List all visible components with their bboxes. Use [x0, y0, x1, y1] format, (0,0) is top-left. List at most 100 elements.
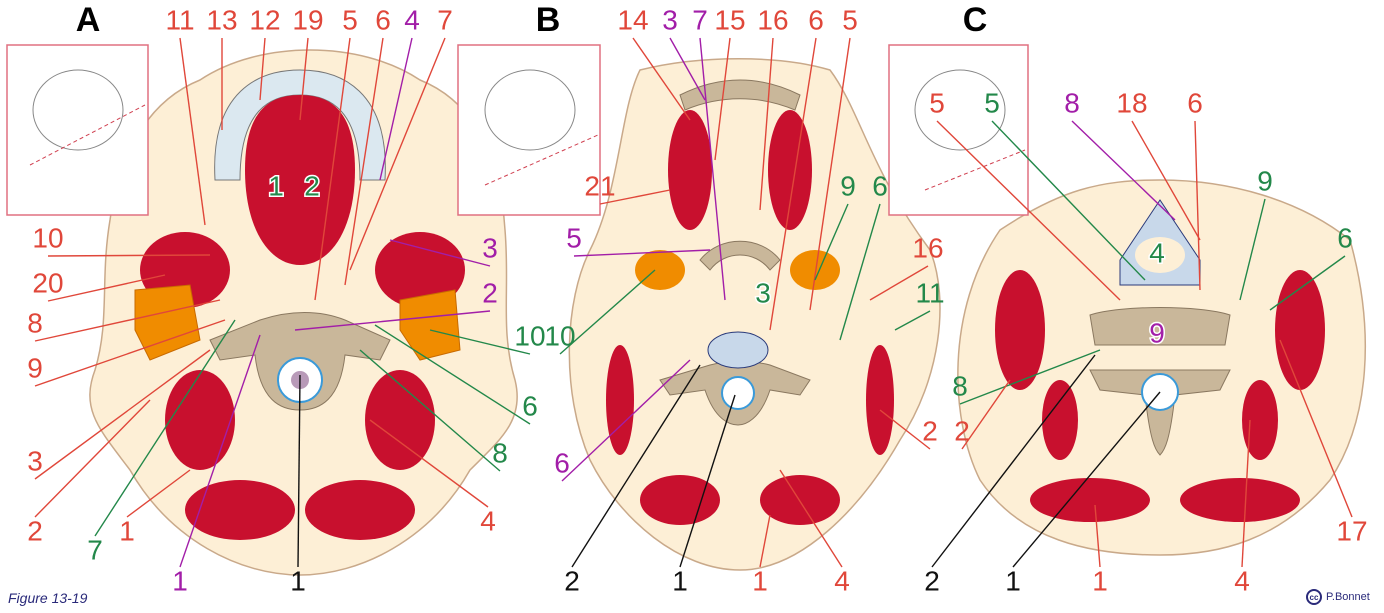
panel-c-vertebra	[1089, 307, 1231, 346]
structure-label: 20	[32, 267, 63, 298]
structure-label: 9	[840, 170, 856, 201]
leader-line	[769, 37, 817, 331]
structure-label: 2	[924, 565, 940, 596]
structure-label: 4	[404, 4, 420, 35]
panel-b-spinal-cord	[721, 376, 755, 410]
author-credit: P.Bonnet	[1326, 591, 1370, 603]
panel-a-muscle	[365, 370, 435, 470]
leader-line	[1241, 419, 1251, 568]
panel-b-mandible	[679, 79, 801, 111]
leader-line	[34, 319, 226, 387]
leader-line	[34, 399, 151, 518]
leader-line	[931, 354, 1096, 568]
panel-letter-c: C	[963, 1, 988, 39]
panel-b-muscle	[768, 110, 812, 230]
leader-line	[379, 37, 413, 181]
leader-line	[879, 409, 931, 450]
panel-b-submandibular-gland	[790, 250, 840, 290]
leader-line	[894, 310, 931, 331]
leader-line	[669, 37, 706, 101]
section-plane-line	[924, 149, 1026, 191]
structure-label: 10	[32, 222, 63, 253]
structure-label: 6	[872, 170, 888, 201]
structure-label: 5	[342, 4, 358, 35]
structure-label: 9	[1149, 317, 1165, 348]
structure-label: 5	[929, 87, 945, 118]
leader-line	[571, 364, 701, 568]
leader-line	[1194, 120, 1201, 291]
structure-label: 6	[808, 4, 824, 35]
panel-b-muscle	[606, 345, 634, 455]
leader-line	[294, 310, 491, 331]
structure-label: 11	[915, 277, 944, 308]
structure-label: 2	[954, 415, 970, 446]
panel-a-muscle	[305, 480, 415, 540]
structure-label: 6	[1337, 222, 1353, 253]
skull-icon	[32, 69, 124, 151]
structure-label: 3	[482, 232, 498, 263]
panel-b-muscle	[668, 110, 712, 230]
leader-line	[959, 349, 1101, 405]
panel-c-muscle	[995, 270, 1045, 390]
structure-label: 9	[27, 352, 43, 383]
structure-label: 8	[27, 307, 43, 338]
panel-letter-b: B	[536, 1, 561, 39]
panel-b-vertebral-body	[707, 331, 769, 369]
panel-a-muscle	[375, 232, 465, 308]
leader-line	[809, 37, 851, 311]
panel-c-skin	[957, 179, 1366, 556]
leader-line	[389, 239, 491, 267]
structure-label: 1	[1092, 565, 1108, 596]
panel-c-muscle	[1180, 478, 1300, 522]
structure-label: 2	[564, 565, 580, 596]
structure-label: 12	[249, 4, 280, 35]
leader-line	[34, 349, 211, 480]
structure-label: 1	[268, 170, 284, 201]
structure-label: 17	[1336, 515, 1367, 546]
leader-line	[349, 37, 446, 271]
panel-b-section	[568, 58, 941, 571]
leader-line	[94, 319, 236, 537]
structure-label: 4	[1234, 565, 1250, 596]
structure-label: 1	[1005, 565, 1021, 596]
structure-label: 1	[290, 565, 306, 596]
structure-label: 14	[617, 4, 648, 35]
structure-label: 15	[714, 4, 745, 35]
leader-line	[699, 37, 726, 301]
structure-label: 4	[1149, 237, 1165, 268]
structure-label: 2	[922, 415, 938, 446]
panel-a-muscle	[165, 370, 235, 470]
leader-line	[936, 120, 1121, 301]
leader-line	[369, 419, 489, 508]
panel-b-submandibular-gland	[635, 250, 685, 290]
structure-label: 5	[842, 4, 858, 35]
structure-label: 2	[482, 277, 498, 308]
structure-label: 2	[304, 170, 320, 201]
structure-label: 1	[172, 565, 188, 596]
structure-label: 21	[584, 170, 615, 201]
structure-label: 9	[1257, 165, 1273, 196]
structure-label: 19	[292, 4, 323, 35]
structure-label: 7	[692, 4, 708, 35]
panel-c-larynx	[1135, 237, 1185, 273]
leader-line	[429, 329, 531, 355]
leader-line	[1094, 504, 1101, 568]
structure-label: 8	[952, 370, 968, 401]
leader-line	[1071, 120, 1176, 221]
structure-label: 5	[984, 87, 1000, 118]
panel-c-muscle	[1242, 380, 1278, 460]
leader-line	[632, 37, 691, 121]
panel-letter-a: A	[76, 1, 101, 39]
structure-label: 18	[1116, 87, 1147, 118]
structure-label: 16	[757, 4, 788, 35]
panel-a-parotid-gland	[134, 284, 201, 361]
panel-a-section	[89, 49, 518, 576]
structure-label: 5	[566, 222, 582, 253]
leader-line	[814, 203, 849, 281]
leader-line	[297, 374, 301, 568]
leader-line	[314, 37, 351, 301]
leader-line	[1269, 255, 1346, 311]
structure-label: 3	[27, 445, 43, 476]
panel-b-muscle	[866, 345, 894, 455]
panel-a-muscle	[185, 480, 295, 540]
